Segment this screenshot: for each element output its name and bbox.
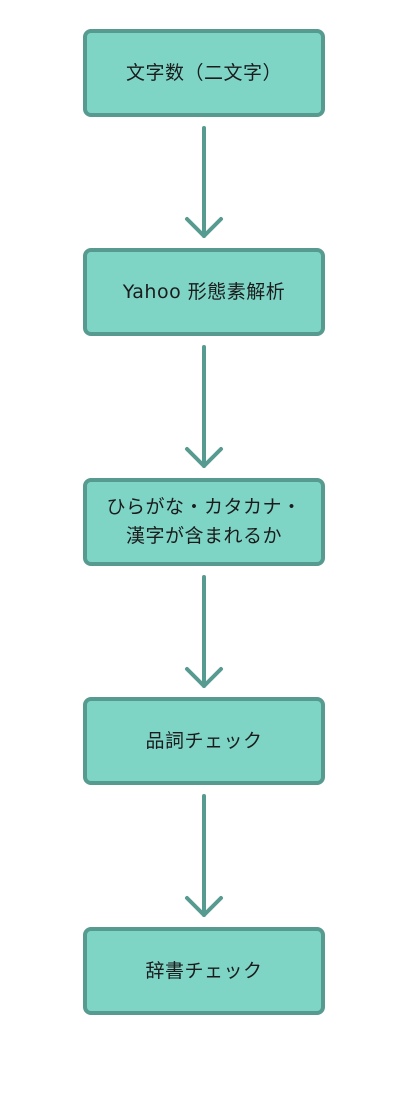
- node-label-line-1: ひらがな・カタカナ・: [106, 496, 302, 518]
- node-char-count: 文字数（二文字）: [83, 29, 325, 117]
- node-part-of-speech-check: 品詞チェック: [83, 697, 325, 785]
- node-yahoo-morphological-analysis: Yahoo 形態素解析: [83, 248, 325, 336]
- node-label: Yahoo 形態素解析: [122, 280, 286, 303]
- node-label-line-2: 漢字が含まれるか: [125, 525, 282, 547]
- node-script-type-check: ひらがな・カタカナ・ 漢字が含まれるか: [83, 478, 325, 566]
- arrow-n2-to-n3: [185, 345, 223, 468]
- node-label: 文字数（二文字）: [125, 61, 282, 84]
- node-dictionary-check: 辞書チェック: [83, 927, 325, 1015]
- arrow-n4-to-n5: [185, 794, 223, 917]
- node-label: 辞書チェック: [145, 959, 263, 982]
- node-label: 品詞チェック: [145, 729, 263, 752]
- arrow-n1-to-n2: [185, 126, 223, 238]
- arrow-n3-to-n4: [185, 575, 223, 688]
